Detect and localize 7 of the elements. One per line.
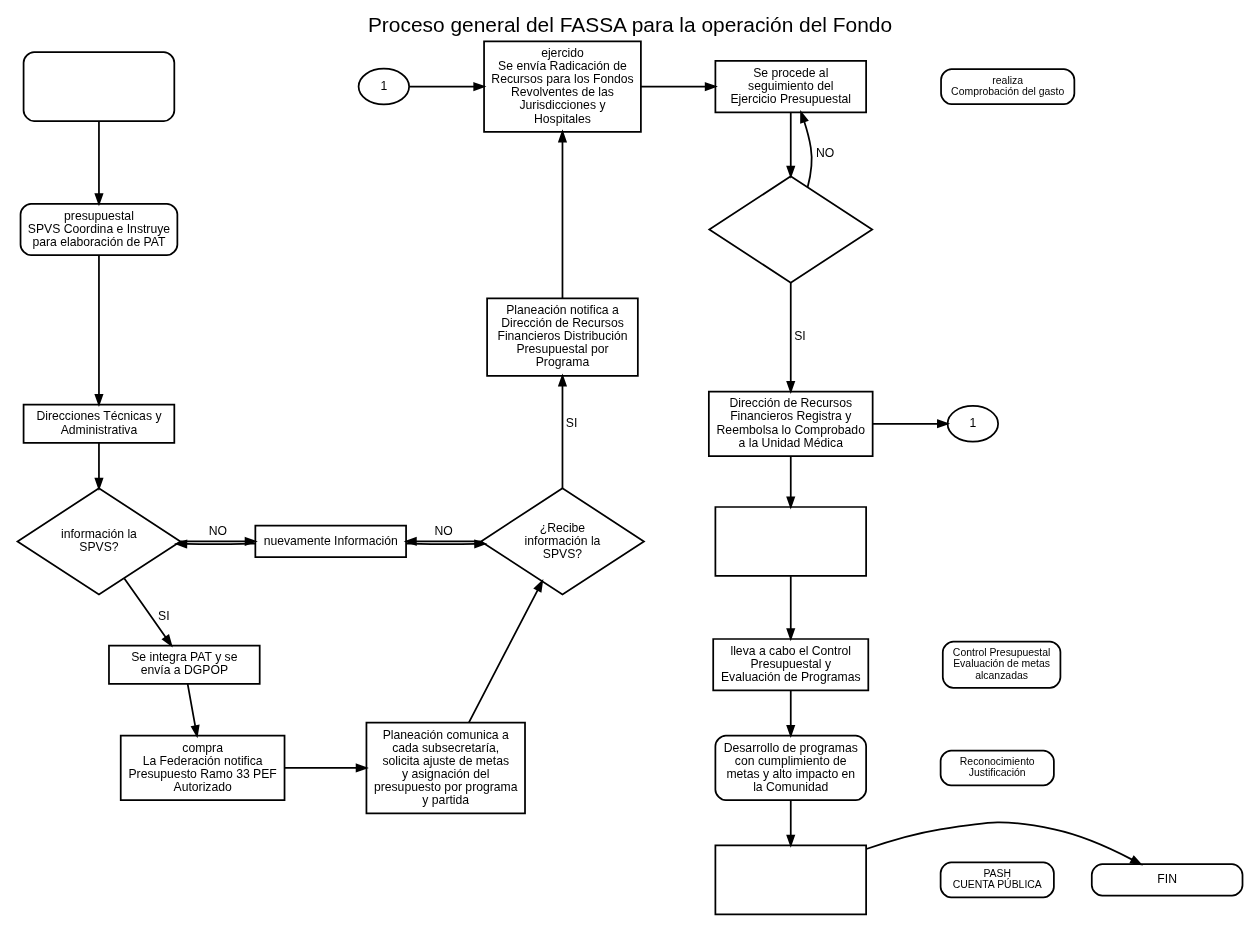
edge-label: NO [433, 524, 453, 539]
edge-label: NO [815, 146, 834, 161]
edge-label: SI [565, 416, 577, 431]
edge-label: SI [793, 329, 806, 344]
edge-label: SI [157, 609, 170, 624]
diagram-title: Proceso general del FASSA para la operación del Fondo [367, 12, 892, 36]
edge-label: NO [208, 524, 227, 539]
